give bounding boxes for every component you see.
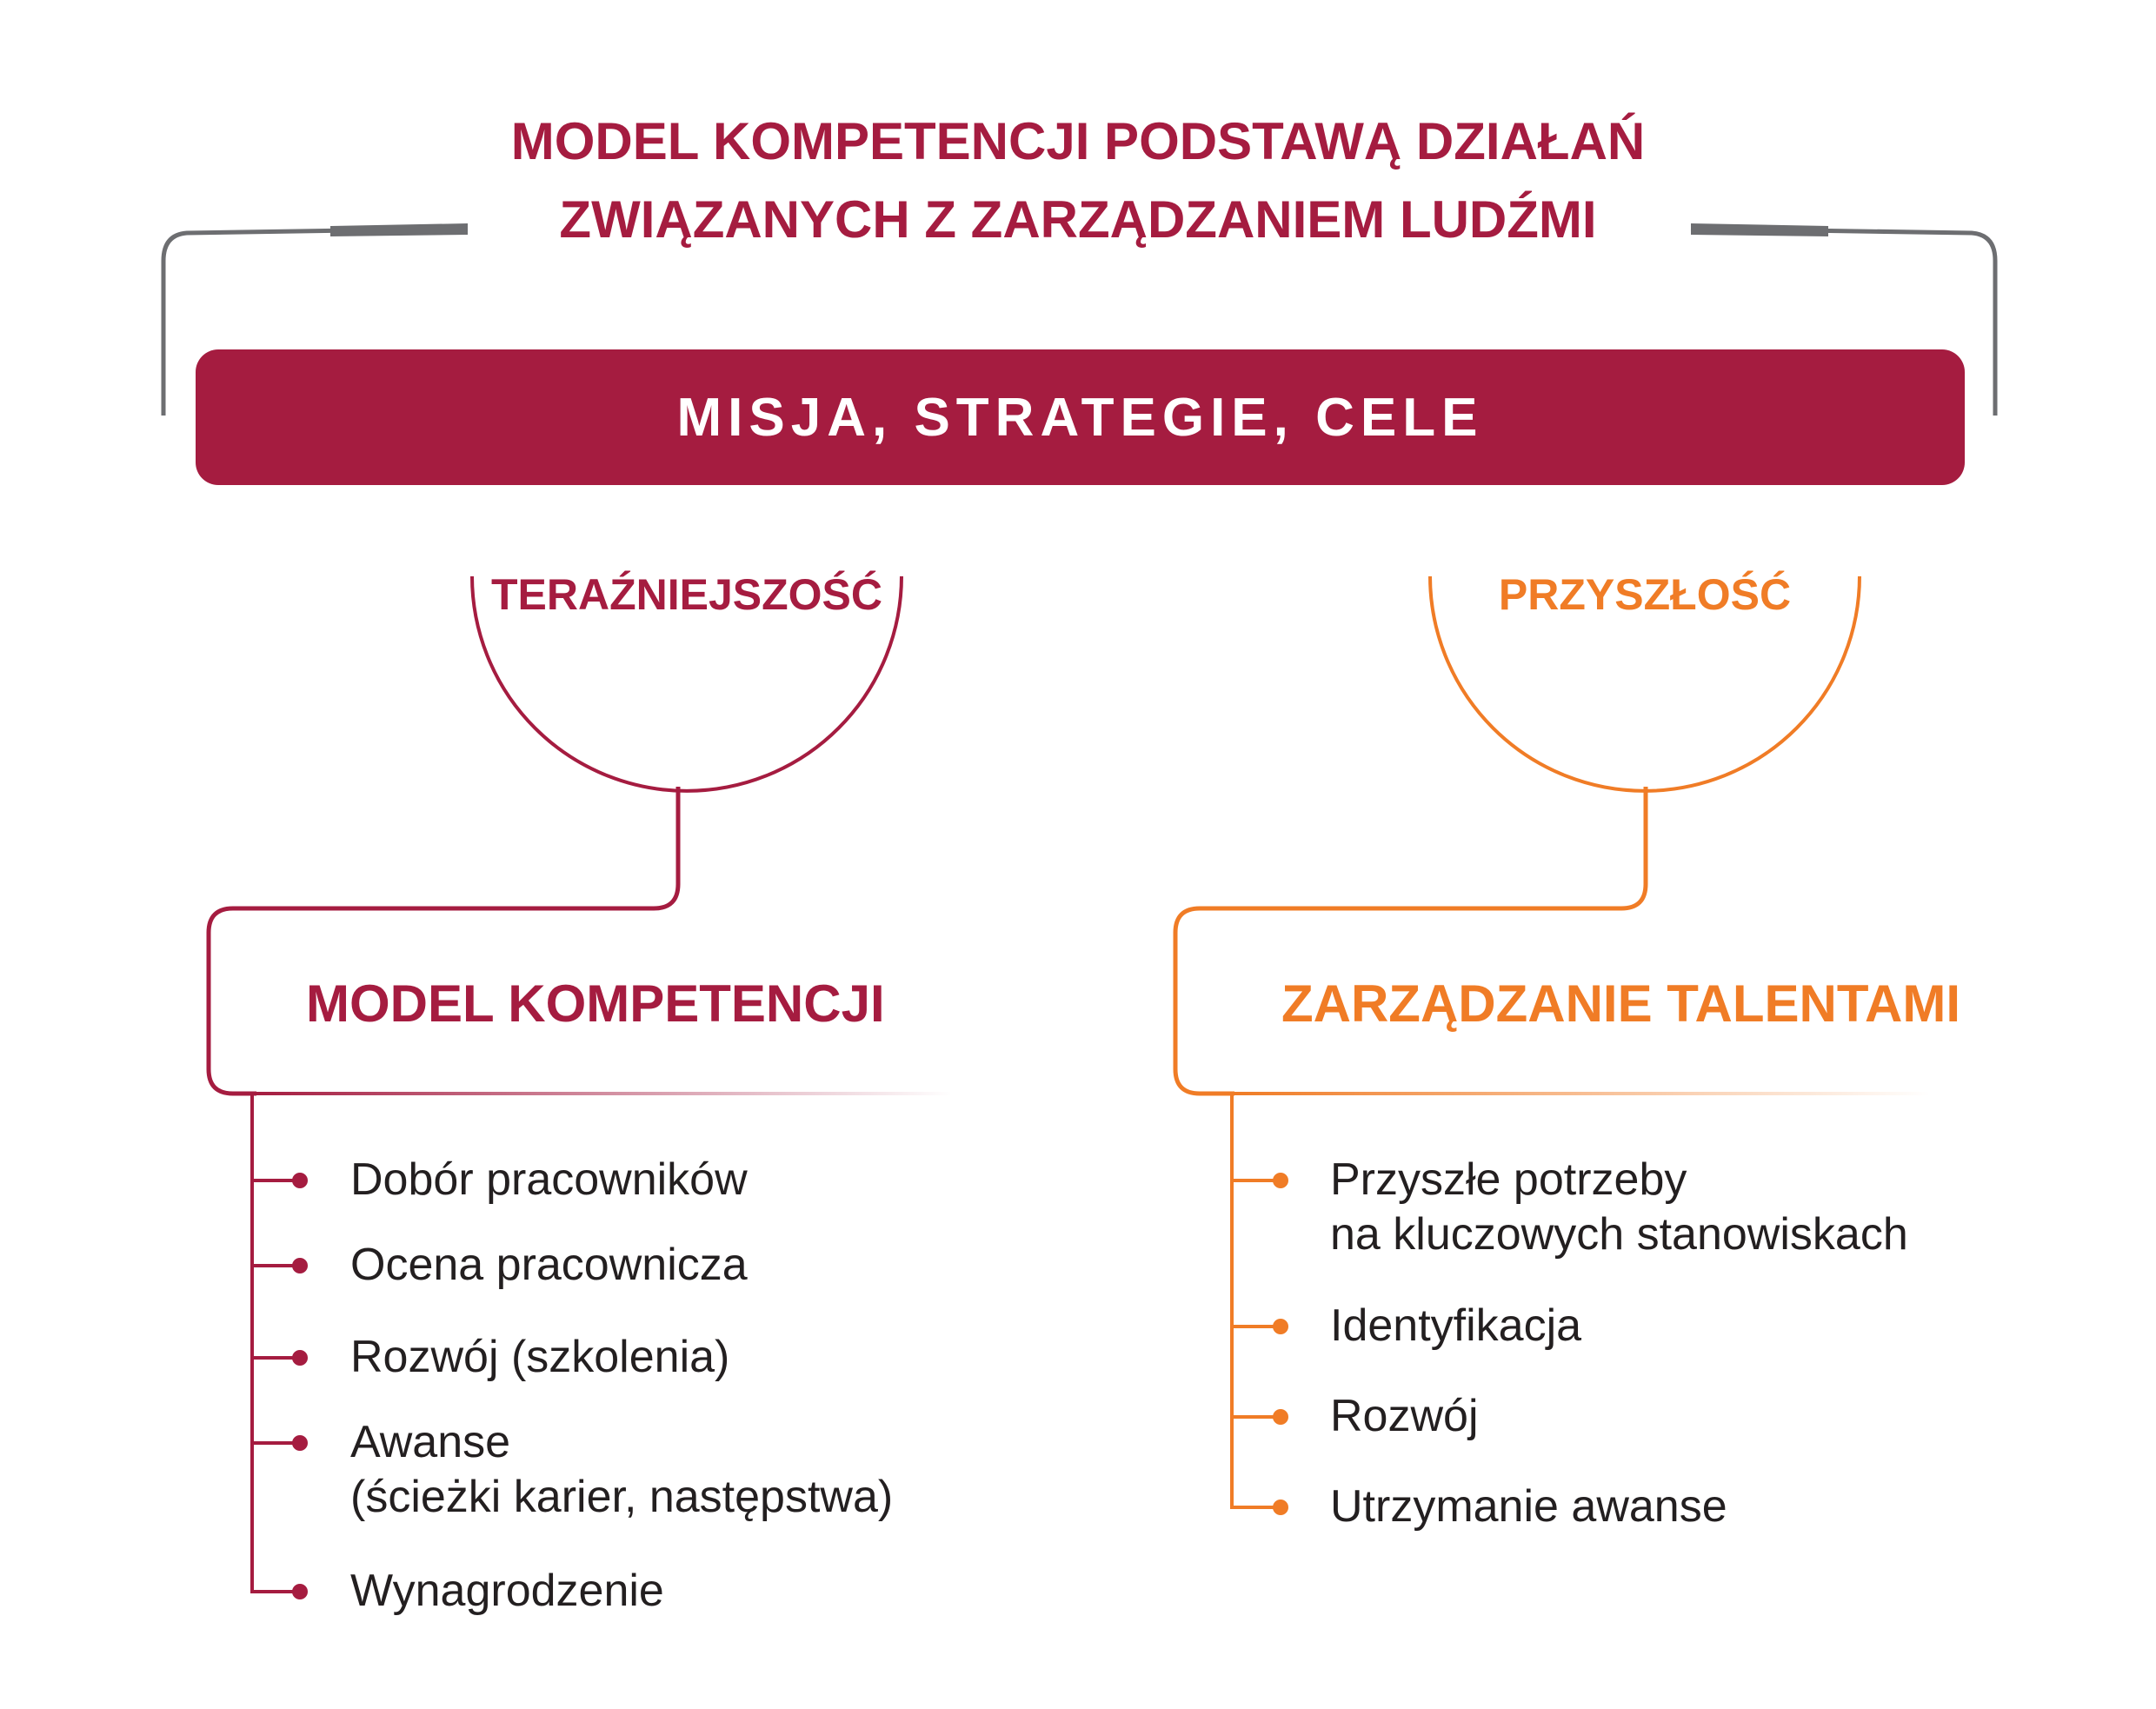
left-bullet-3 (292, 1350, 308, 1366)
left-list-item-5: Wynagrodzenie (350, 1566, 664, 1616)
right-bullet-1 (1273, 1173, 1288, 1188)
right-bullet-4 (1273, 1500, 1288, 1515)
right-bullet-3 (1273, 1409, 1288, 1425)
left-connector (206, 787, 681, 1096)
left-bullet-4 (292, 1435, 308, 1451)
future-label: PRZYSZŁOŚĆ (1498, 570, 1792, 619)
right-bullet-2 (1273, 1319, 1288, 1334)
left-list-item-4: Awanse (ścieżki karier, następstwa) (350, 1417, 894, 1522)
left-bullet-1 (292, 1173, 308, 1188)
competency-model-title: MODEL KOMPETENCJI (306, 974, 885, 1033)
left-bullet-tree (250, 1094, 300, 1593)
mission-banner: MISJA, STRATEGIE, CELE (196, 349, 1965, 485)
right-list-item-1: Przyszłe potrzeby na kluczowych stanowis… (1330, 1154, 1908, 1260)
right-list-item-3: Rozwój (1330, 1391, 1479, 1441)
title-line-1: MODEL KOMPETENCJI PODSTAWĄ DZIAŁAŃ (510, 112, 1646, 170)
diagram-title: MODEL KOMPETENCJI PODSTAWĄ DZIAŁAŃ ZWIĄZ… (287, 103, 1869, 259)
left-list-item-2: Ocena pracownicza (350, 1240, 748, 1290)
present-label: TERAŹNIEJSZOŚĆ (490, 570, 883, 619)
left-bullet-2 (292, 1258, 308, 1273)
right-bullet-tree (1230, 1094, 1281, 1509)
left-bullet-5 (292, 1584, 308, 1599)
left-semicircle (470, 575, 903, 793)
talent-management-title: ZARZĄDZANIE TALENTAMI (1281, 974, 1960, 1033)
title-line-2: ZWIĄZANYCH Z ZARZĄDZANIEM LUDŹMI (559, 190, 1597, 249)
left-list-item-3: Rozwój (szkolenia) (350, 1332, 730, 1382)
top-bracket-left (161, 226, 469, 416)
right-list-item-4: Utrzymanie awanse (1330, 1481, 1727, 1532)
top-bracket-right (1690, 226, 1998, 416)
right-list-item-2: Identyfikacja (1330, 1300, 1582, 1351)
left-list-item-1: Dobór pracowników (350, 1154, 748, 1205)
mission-banner-label: MISJA, STRATEGIE, CELE (676, 387, 1484, 448)
right-connector (1173, 787, 1648, 1096)
